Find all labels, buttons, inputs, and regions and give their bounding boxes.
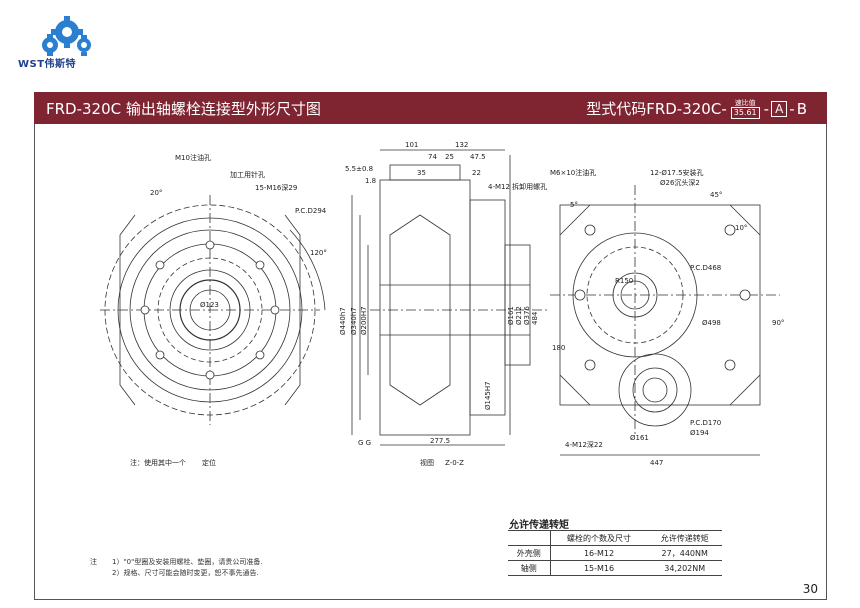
label-oil-hole: M10注油孔 xyxy=(175,153,211,162)
label-angle: 120° xyxy=(310,249,327,257)
torque-table: 螺栓的个数及尺寸 允许传递转矩 外壳侧 16-M12 27，440NM 轴侧 1… xyxy=(508,530,722,576)
content-frame xyxy=(34,124,827,600)
company-logo xyxy=(22,10,112,72)
dim-22: 22 xyxy=(472,169,481,177)
side-section xyxy=(351,149,550,446)
label-m6-oil: M6×10注油孔 xyxy=(550,168,596,177)
table-cell-part: 轴侧 xyxy=(508,560,551,576)
gear-cluster-logo xyxy=(42,16,91,56)
model-code: 型式代码FRD-320C- 速比值 35.61 - A - B xyxy=(586,98,807,119)
table-header: 螺栓的个数及尺寸 允许传递转矩 xyxy=(508,530,722,546)
front-view xyxy=(100,195,326,425)
page-number: 30 xyxy=(802,582,818,596)
label-counterbore: Ø26沉头深2 xyxy=(660,178,700,187)
label-pcd468: P.C.D468 xyxy=(690,264,721,272)
dim-376: Ø376 xyxy=(523,306,531,325)
label-4-m12-deep: 4-M12深22 xyxy=(565,440,603,449)
label-180: 180 xyxy=(552,344,565,352)
label-5: 5° xyxy=(570,201,578,209)
notes-label: 注 xyxy=(90,558,97,566)
table-row: 外壳侧 16-M12 27，440NM xyxy=(508,545,722,561)
note-line: 2）规格、尺寸可能会随时变更，恕不事先通告. xyxy=(112,569,259,577)
dim-25: 25 xyxy=(445,153,454,161)
dim-200: Ø200H7 xyxy=(360,306,368,335)
rear-view xyxy=(550,185,780,456)
note-line: 1）"0"型圈及安装用螺栓、垫圈，请贵公司准备. xyxy=(112,558,263,566)
label-bore: Ø123 xyxy=(200,301,219,309)
label-447: 447 xyxy=(650,459,663,467)
logo-text: WST伟斯特 xyxy=(18,59,77,70)
code-separator: - xyxy=(763,99,770,118)
label-note-use: 注：使用其中一个 xyxy=(130,458,186,467)
model-code-prefix: 型式代码FRD-320C- xyxy=(586,100,727,118)
label-90: 90° xyxy=(772,319,784,327)
table-header-cell: 螺栓的个数及尺寸 xyxy=(550,530,648,546)
code-b: B xyxy=(796,99,807,118)
dim-161: Ø161 xyxy=(507,306,515,325)
dim-340: Ø340h7 xyxy=(350,307,358,335)
label-gg: G G xyxy=(358,439,371,447)
page-title: FRD-320C 输出轴螺栓连接型外形尺寸图 xyxy=(46,100,321,118)
table-row: 轴侧 15-M16 34,202NM xyxy=(508,560,722,576)
dim-145: Ø145H7 xyxy=(484,381,492,410)
label-45: 45° xyxy=(710,191,722,199)
label-note-pos: 定位 xyxy=(202,458,216,467)
label-pcd294: P.C.D294 xyxy=(295,207,327,215)
table-cell-bolts: 15-M16 xyxy=(550,560,648,576)
label-d194: Ø194 xyxy=(690,429,709,437)
dim-74: 74 xyxy=(428,153,437,161)
ratio-caption: 速比值 xyxy=(734,98,756,107)
table-cell-torque: 27，440NM xyxy=(647,545,722,561)
label-angle: 20° xyxy=(150,189,162,197)
dim-5-5: 5.5±0.8 xyxy=(345,165,373,173)
dim-484: 484 xyxy=(531,311,539,325)
label-10: 10° xyxy=(735,224,747,232)
footnotes: 注 1）"0"型圈及安装用螺栓、垫圈，请贵公司准备. 2）规格、尺寸可能会随时变… xyxy=(90,557,263,577)
technical-drawing: M10注油孔 加工用针孔 15-M16深29 P.C.D294 Ø123 20°… xyxy=(100,141,784,467)
code-separator: - xyxy=(789,99,795,118)
label-12-holes: 12-Ø17.5安装孔 xyxy=(650,168,704,177)
label-4-m12: 4-M12 拆卸用螺孔 xyxy=(488,182,547,191)
label-bolt-spec: 15-M16深29 xyxy=(255,183,297,192)
dim-35: 35 xyxy=(417,169,426,177)
dim-1-8: 1.8 xyxy=(365,177,376,185)
label-view: 视图 xyxy=(420,458,434,467)
label-r150: R150 xyxy=(615,277,633,285)
ratio-box: 速比值 35.61 xyxy=(730,98,760,119)
dim-277-5: 277.5 xyxy=(430,437,450,445)
table-header-cell: 允许传递转矩 xyxy=(647,530,722,546)
table-cell-torque: 34,202NM xyxy=(647,560,722,576)
header-bar: FRD-320C 输出轴螺栓连接型外形尺寸图 型式代码FRD-320C- 速比值… xyxy=(34,92,827,124)
ratio-value: 35.61 xyxy=(730,106,760,119)
code-a: A xyxy=(771,100,788,117)
table-cell-part: 外壳侧 xyxy=(508,545,551,561)
dim-212: Ø212 xyxy=(515,306,523,325)
torque-title: 允许传递转矩 xyxy=(509,520,569,531)
table-header-cell xyxy=(508,530,551,546)
label-pcd170: P.C.D170 xyxy=(690,419,721,427)
dim-47-5: 47.5 xyxy=(470,153,486,161)
dim-132: 132 xyxy=(455,141,468,149)
dim-440: Ø440h7 xyxy=(339,307,347,335)
label-view-name: Z-0-Z xyxy=(445,459,464,467)
bolt-holes xyxy=(140,224,751,380)
label-d161: Ø161 xyxy=(630,434,649,442)
table-cell-bolts: 16-M12 xyxy=(550,545,648,561)
label-pin-hole: 加工用针孔 xyxy=(230,170,265,179)
dim-101: 101 xyxy=(405,141,418,149)
label-d498: Ø498 xyxy=(702,319,721,327)
